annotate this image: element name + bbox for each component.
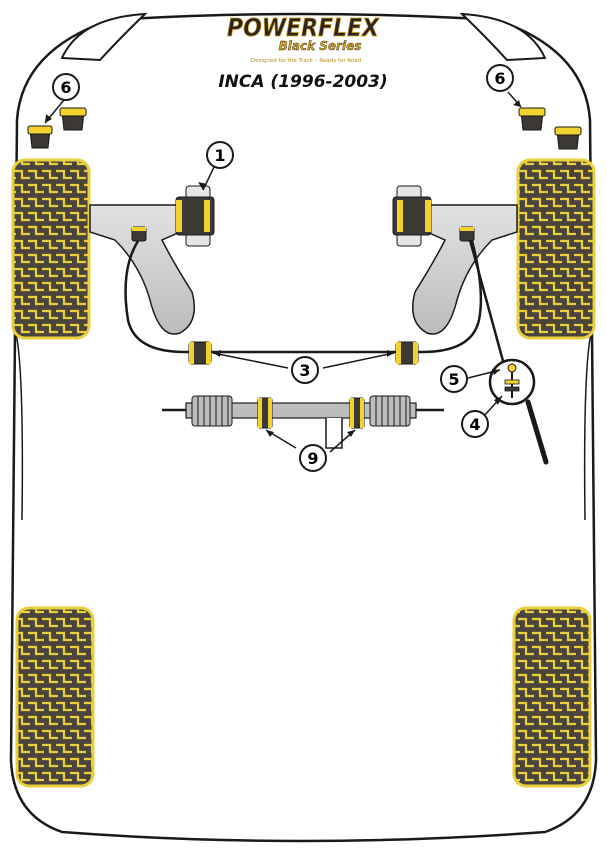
callout-9: 9 [299, 444, 327, 472]
brand-name: POWERFLEX [227, 13, 381, 42]
drop-link-rod [468, 239, 508, 373]
rack-gaiter-left [191, 395, 233, 427]
callout-5: 5 [440, 365, 468, 393]
headlight-right [459, 12, 547, 62]
rear-wishbone-bush-left [131, 226, 147, 242]
anti-roll-bar-bush-right [395, 341, 419, 365]
body-seam-right [583, 329, 593, 521]
callout-6-right: 6 [486, 64, 514, 92]
anti-roll-bar [124, 240, 483, 354]
tyre-rear-right [512, 606, 592, 788]
rear-wishbone-bush-right [459, 226, 475, 242]
car-body-outline [9, 12, 598, 843]
rack-mount-bush-right [349, 397, 365, 429]
svg-text:6: 6 [60, 78, 71, 97]
magnifier-drop-link [488, 358, 549, 465]
svg-text:4: 4 [469, 415, 480, 434]
leader-arrowheads [45, 100, 521, 437]
callout-6-left: 6 [52, 73, 80, 101]
body-seam-left [14, 329, 24, 521]
callout-3: 3 [291, 356, 319, 384]
callout-4: 4 [461, 410, 489, 438]
svg-text:1: 1 [214, 146, 225, 165]
powerflex-logo: POWERFLEX Black Series Designed for the … [227, 13, 381, 64]
brand-tagline: Designed for the Track – Ready for Road [251, 58, 361, 64]
svg-text:9: 9 [307, 449, 318, 468]
front-wishbone-bush-left [175, 185, 215, 247]
callout-1: 1 [206, 141, 234, 169]
tyre-front-left [11, 158, 91, 340]
svg-text:6: 6 [494, 69, 505, 88]
wishbone-left [89, 204, 195, 335]
wishbone-right [412, 204, 518, 335]
anti-roll-bar-bush-left [188, 341, 212, 365]
top-mount-left [27, 107, 87, 149]
rack-mount-bush-left [257, 397, 273, 429]
tyre-rear-left [15, 606, 95, 788]
svg-text:3: 3 [299, 361, 310, 380]
tyre-front-right [516, 158, 596, 340]
front-wishbone-bush-right [392, 185, 432, 247]
svg-text:5: 5 [448, 370, 459, 389]
model-title: INCA (1996-2003) [218, 72, 387, 92]
steering-rack [162, 395, 444, 449]
brand-series: Black Series [279, 39, 362, 53]
top-mount-right [518, 107, 582, 150]
rack-gaiter-right [369, 395, 411, 427]
headlight-left [60, 12, 148, 62]
